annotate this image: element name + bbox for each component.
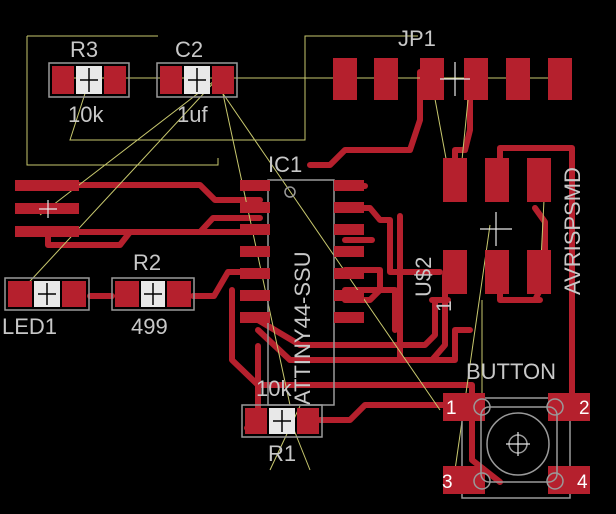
resistor-r3[interactable] (48, 62, 130, 98)
r3-value-label: 10k (68, 102, 104, 127)
led-led1[interactable] (4, 277, 90, 311)
us2-name-label: U$2 (411, 257, 436, 297)
button-name-label: BUTTON (466, 359, 556, 384)
led1-name-label: LED1 (2, 314, 57, 339)
resistor-r2[interactable] (111, 277, 195, 311)
ic1-value-label: ATTINY44-SSU (290, 251, 315, 405)
r3-name-label: R3 (70, 37, 98, 62)
c2-value-label: 1uf (177, 102, 208, 127)
r1-name-label: R1 (268, 441, 296, 466)
switch-button[interactable] (443, 393, 590, 499)
r1-value-label: 10k (256, 376, 292, 401)
jp1-name-label: JP1 (398, 26, 436, 51)
resistor-r1[interactable] (241, 404, 323, 438)
header-avrispsmd[interactable] (443, 158, 551, 294)
button-pin1-label: 1 (446, 398, 457, 419)
capacitor-c2[interactable] (156, 62, 238, 98)
avrispsmd-name-label: AVRISPSMD (560, 167, 585, 295)
ic-ic1[interactable] (240, 179, 364, 406)
c2-name-label: C2 (175, 37, 203, 62)
ic1-name-label: IC1 (268, 152, 302, 177)
r2-value-label: 499 (131, 314, 168, 339)
us2-pin1-label: 1 (433, 300, 456, 312)
button-pin2-label: 2 (579, 398, 590, 419)
r2-name-label: R2 (133, 250, 161, 275)
button-pin3-label: 3 (442, 472, 453, 493)
button-pin4-label: 4 (577, 472, 588, 493)
